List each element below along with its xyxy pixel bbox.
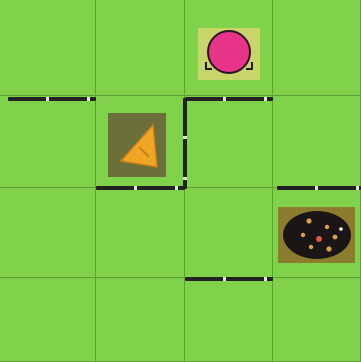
black-spotted-bug-icon[interactable]	[278, 207, 355, 263]
wall-segment	[96, 186, 185, 190]
wall-segment	[185, 97, 273, 101]
board-cell[interactable]	[185, 188, 273, 278]
board-cell[interactable]	[0, 188, 96, 278]
orange-triangle-icon	[115, 121, 161, 169]
board-cell[interactable]	[0, 278, 96, 362]
orange-triangle-tile-icon[interactable]	[108, 113, 166, 177]
board-cell[interactable]	[0, 0, 96, 96]
pink-circle-icon	[207, 30, 251, 74]
board-cell[interactable]	[185, 278, 273, 362]
wall-segment	[8, 97, 96, 101]
board-cell[interactable]	[273, 278, 361, 362]
board-cell[interactable]	[273, 0, 361, 96]
board-cell[interactable]	[185, 96, 273, 188]
bug-icon	[281, 209, 353, 261]
board-cell[interactable]	[0, 96, 96, 188]
board-cell[interactable]	[96, 278, 185, 362]
pink-circle-token-icon[interactable]	[198, 28, 260, 80]
wall-segment	[183, 98, 187, 189]
wall-segment	[277, 186, 361, 190]
board-cell[interactable]	[273, 96, 361, 188]
board-cell[interactable]	[96, 188, 185, 278]
wall-segment	[185, 277, 273, 281]
board-cell[interactable]	[96, 0, 185, 96]
